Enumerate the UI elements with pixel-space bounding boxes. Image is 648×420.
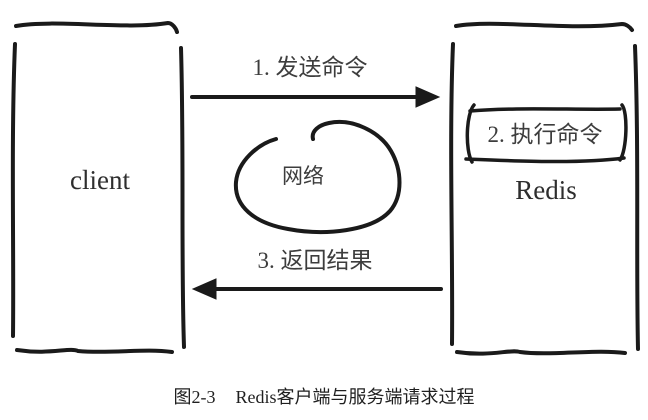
network-label: 网络 — [282, 164, 324, 188]
send-arrow-label: 1. 发送命令 — [252, 55, 368, 80]
redis-box-outline — [449, 21, 640, 356]
execute-box-label: 2. 执行命令 — [487, 122, 603, 147]
figure-caption-title: Redis客户端与服务端请求过程 — [235, 387, 475, 407]
network-loop — [233, 120, 402, 234]
redis-box-label: Redis — [515, 175, 577, 205]
send-arrow — [190, 86, 441, 108]
figure-caption-number: 图2-3 — [173, 387, 216, 407]
return-arrow — [191, 278, 443, 300]
execute-box-outline — [464, 103, 628, 164]
client-box-label: client — [70, 165, 130, 195]
return-arrow-label: 3. 返回结果 — [257, 248, 373, 273]
figure-caption: 图2-3 Redis客户端与服务端请求过程 — [0, 383, 648, 409]
client-box-outline — [10, 20, 186, 354]
